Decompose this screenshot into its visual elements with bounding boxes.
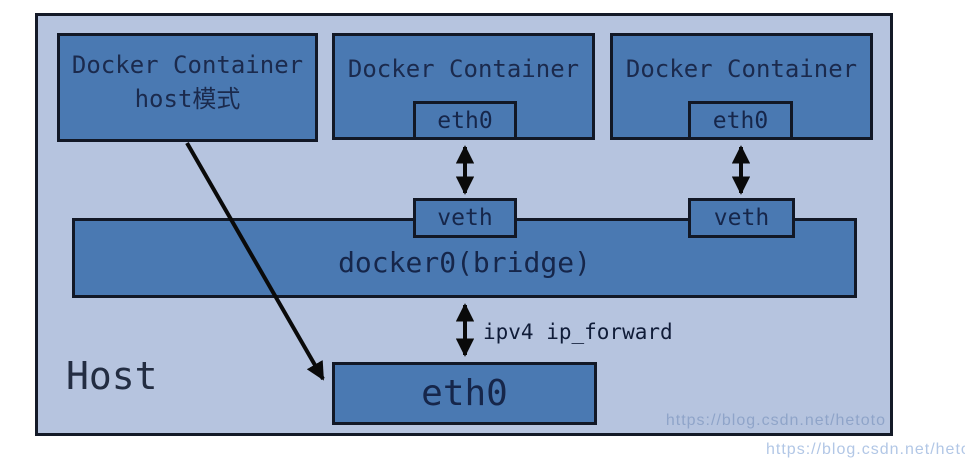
eth0-interface-middle-box: eth0 — [413, 101, 517, 140]
watermark-inner-text: https://blog.csdn.net/hetoto — [665, 412, 886, 429]
ipv4-ip-forward-label: ipv4 ip_forward — [483, 320, 673, 344]
docker0-bridge-label: docker0(bridge) — [338, 246, 591, 279]
host-eth0-box: eth0 — [332, 362, 597, 425]
container-title: Docker Container — [71, 51, 304, 79]
veth-middle-box: veth — [413, 198, 517, 238]
watermark-outer-text: https://blog.csdn.net/hetoto — [766, 441, 965, 458]
container-subtitle-host-mode: host模式 — [134, 85, 241, 113]
container-title: Docker Container — [347, 55, 580, 83]
veth-right-box: veth — [688, 198, 795, 238]
eth0-interface-right-box: eth0 — [688, 101, 793, 140]
container-title: Docker Container — [625, 55, 858, 83]
host-label: Host — [66, 354, 158, 398]
docker-container-host-mode-box: Docker Container host模式 — [57, 33, 318, 142]
